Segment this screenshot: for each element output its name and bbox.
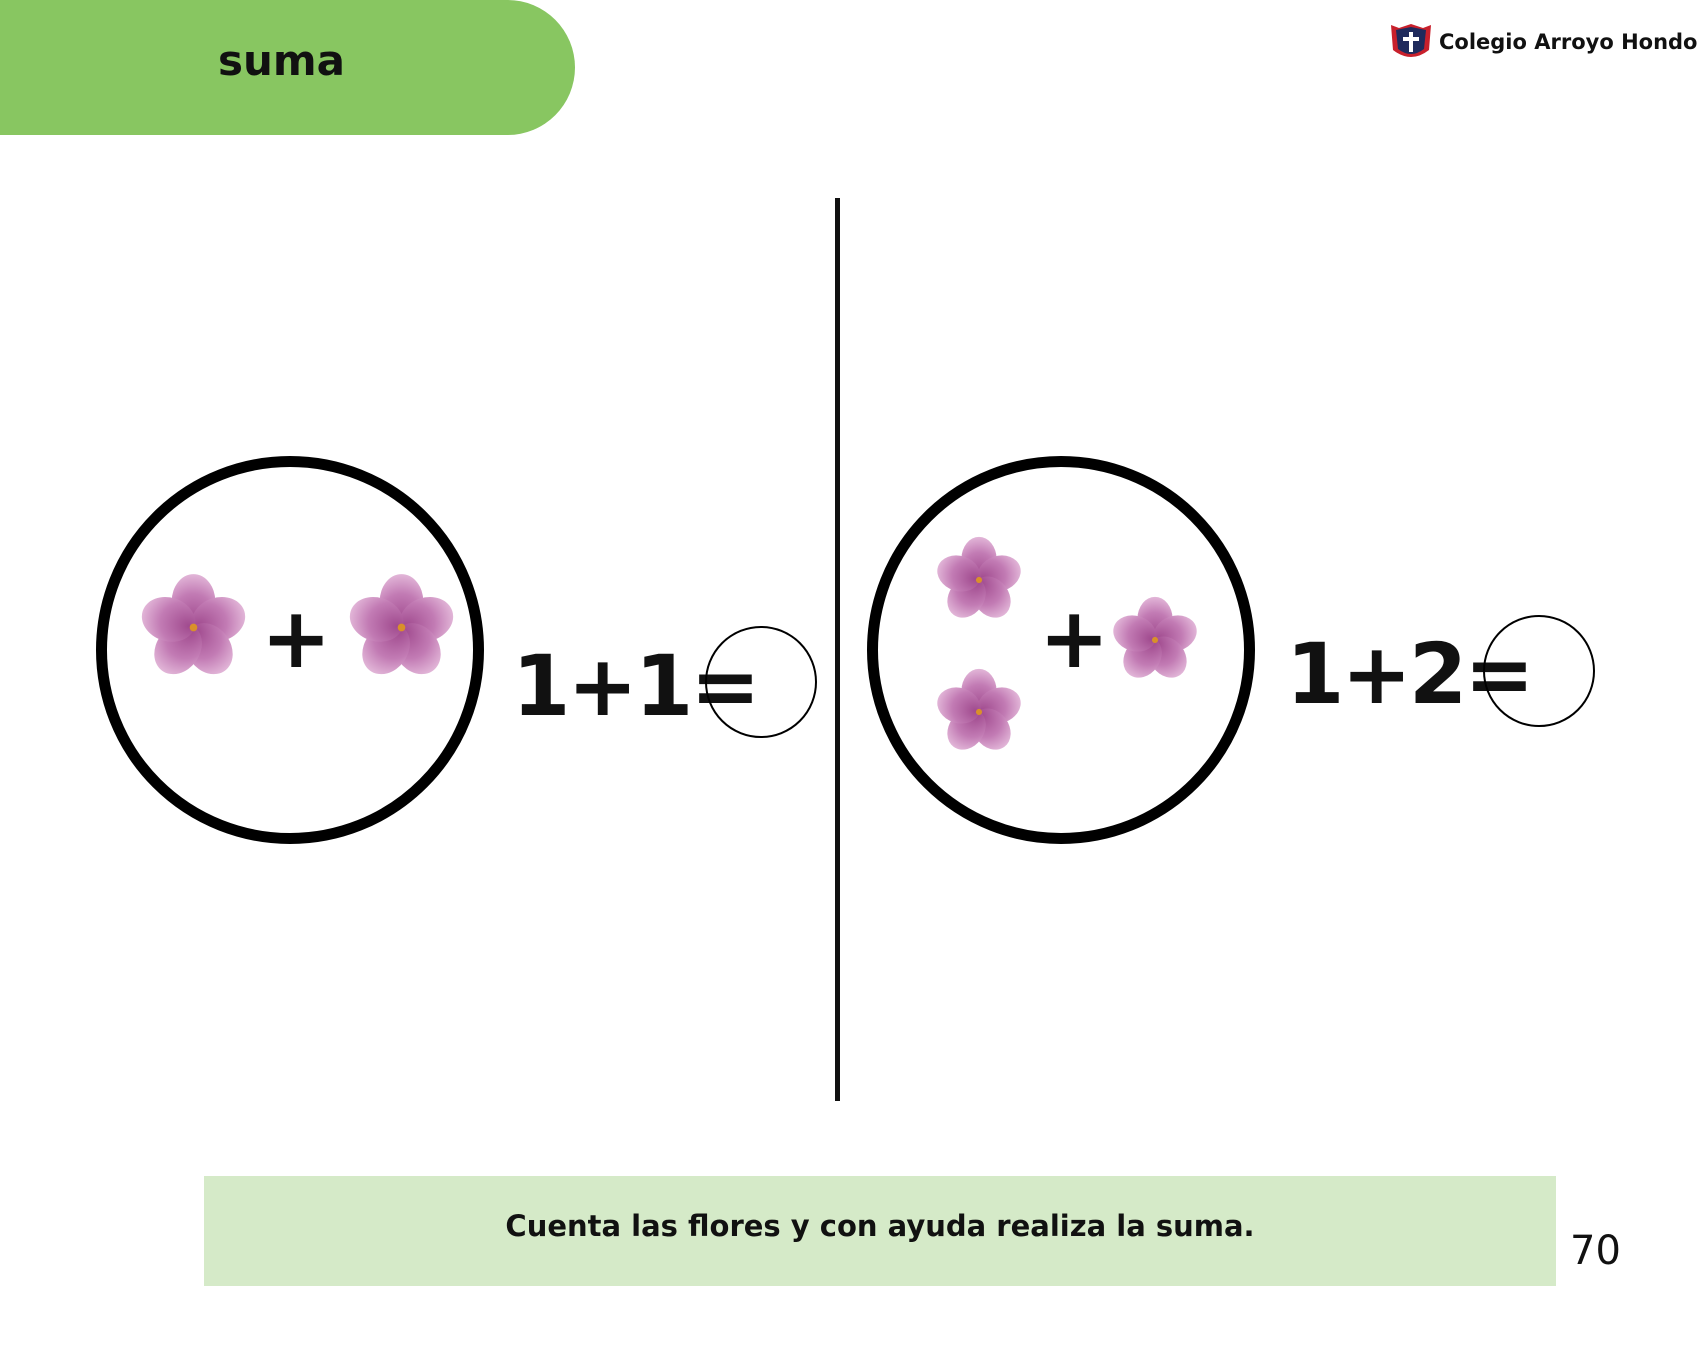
school-crest-icon xyxy=(1391,24,1431,57)
instruction-text: Cuenta las flores y con ayuda realiza la… xyxy=(505,1209,1255,1243)
flower-icon xyxy=(347,574,456,682)
divider-line xyxy=(835,198,840,1101)
school-logo: Colegio Arroyo Hondo xyxy=(1389,22,1697,62)
school-name: Colegio Arroyo Hondo xyxy=(1439,30,1698,54)
flower-icon xyxy=(935,668,1023,756)
page-number: 70 xyxy=(1570,1228,1621,1274)
title-tab xyxy=(0,0,575,135)
answer-circle-1[interactable] xyxy=(705,626,817,738)
page-title: suma xyxy=(218,36,346,85)
flower-icon xyxy=(1111,596,1199,684)
answer-circle-2[interactable] xyxy=(1483,615,1595,727)
plus-sign: + xyxy=(1039,589,1110,687)
instruction-box: Cuenta las flores y con ayuda realiza la… xyxy=(204,1176,1556,1286)
plus-sign: + xyxy=(261,589,332,687)
flower-icon xyxy=(139,574,248,682)
exercise-2-circle xyxy=(867,456,1255,844)
flower-icon xyxy=(935,536,1023,624)
exercise-1-circle xyxy=(96,456,484,844)
